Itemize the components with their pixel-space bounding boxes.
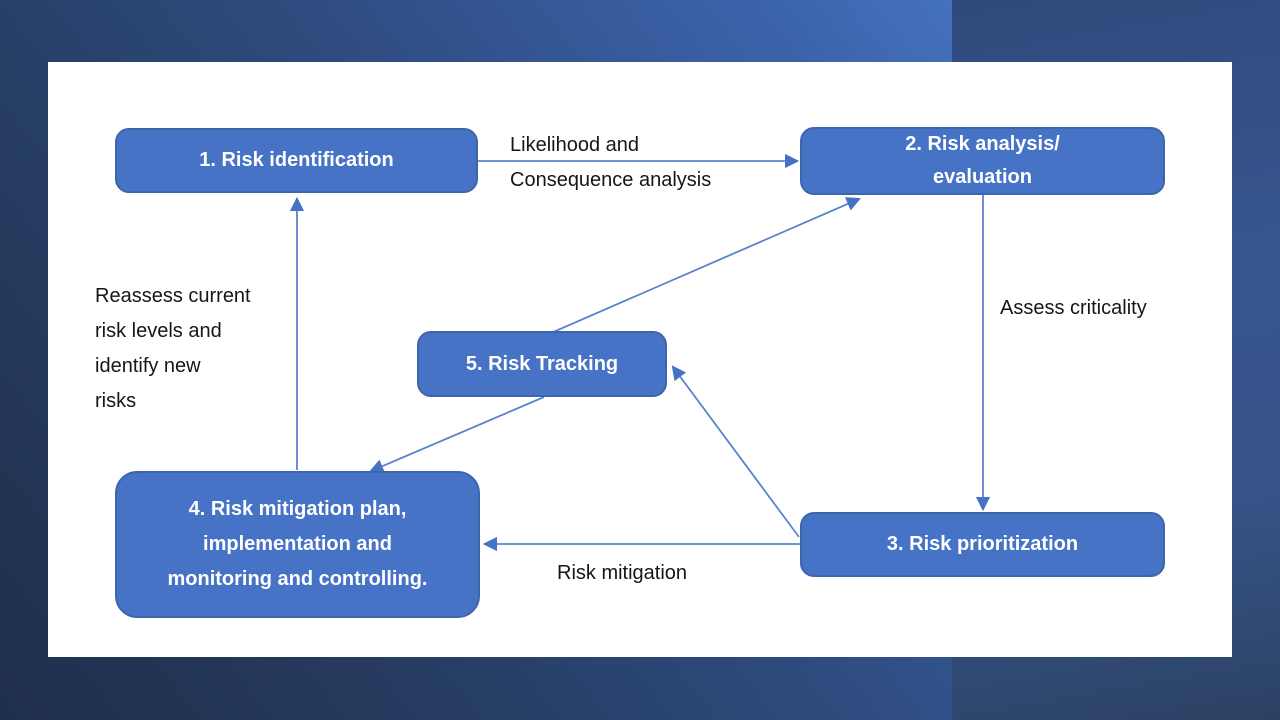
- edge-label-likelihood-consequence: Likelihood and Consequence analysis: [510, 134, 712, 191]
- connector-5-to-2: [550, 197, 861, 334]
- connector-3-to-5: [671, 365, 800, 538]
- edge-label-assess-criticality: Assess criticality: [1000, 297, 1147, 319]
- connector-layer: [289, 153, 991, 552]
- node-1-risk-identification: 1. Risk identification: [115, 128, 478, 193]
- node-4-risk-mitigation-plan: 4. Risk mitigation plan, implementation …: [115, 471, 480, 618]
- connector-5-to-4: [369, 396, 545, 473]
- slide-canvas: 1. Risk identification 2. Risk analysis/…: [48, 62, 1232, 657]
- node-5-risk-tracking: 5. Risk Tracking: [417, 331, 667, 397]
- edge-label-risk-mitigation: Risk mitigation: [557, 562, 688, 584]
- edge-label-reassess-risks: Reassess current risk levels and identif…: [95, 285, 251, 412]
- node-3-risk-prioritization: 3. Risk prioritization: [800, 512, 1165, 577]
- node-2-risk-analysis-evaluation: 2. Risk analysis/ evaluation: [800, 127, 1165, 195]
